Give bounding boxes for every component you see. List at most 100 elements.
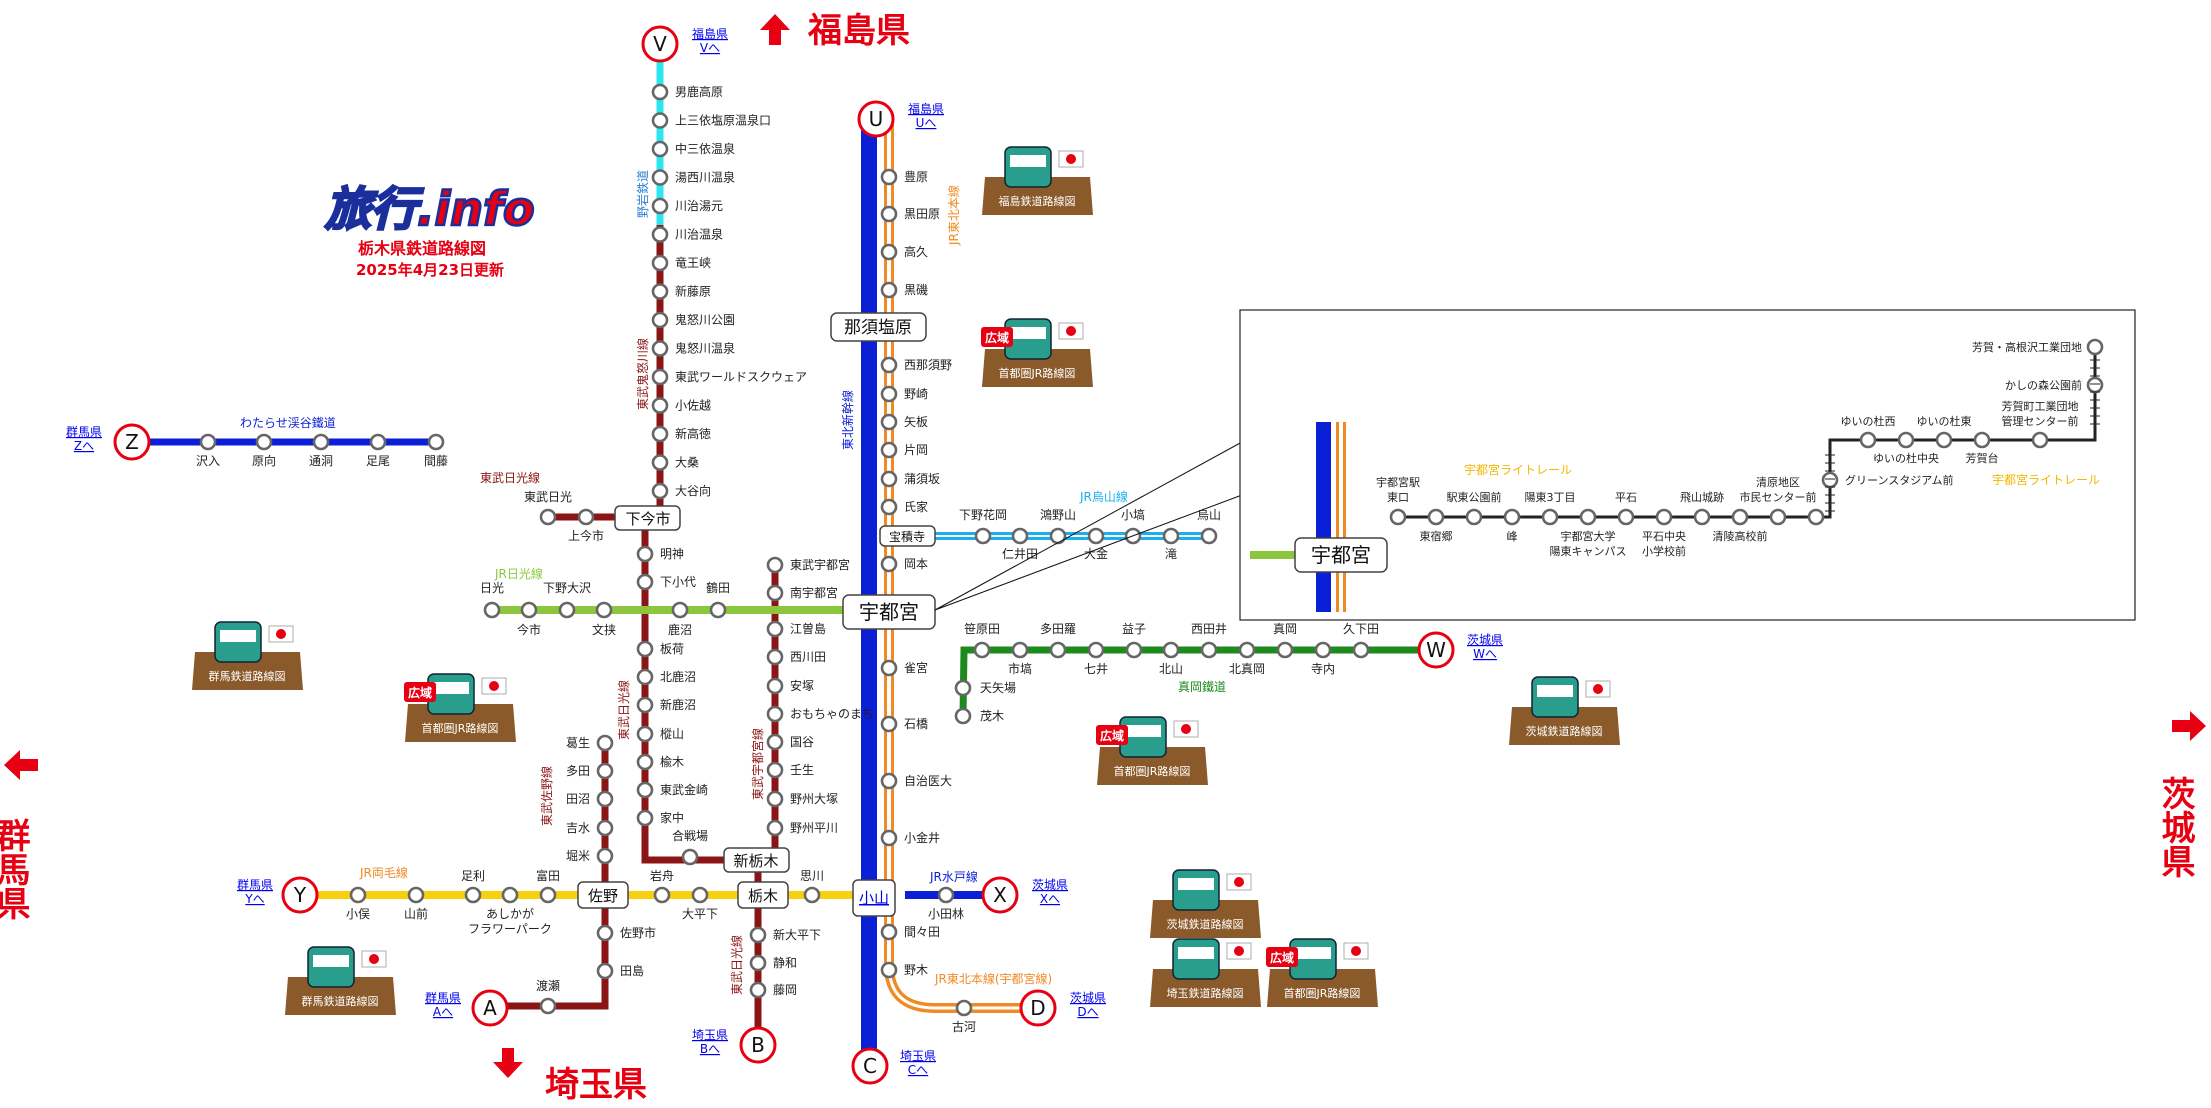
station-mk5[interactable]: 七井 xyxy=(1084,641,1108,676)
station-tu0[interactable]: 東武宇都宮 xyxy=(766,556,850,574)
station-lrt3[interactable] xyxy=(1503,508,1521,526)
station-lrt-u4[interactable] xyxy=(2031,431,2049,449)
terminal-next-link[interactable]: Vへ xyxy=(700,41,720,55)
terminal-pref-link[interactable]: 福島県 xyxy=(692,26,728,41)
station-ry0[interactable]: 小俣 xyxy=(346,886,370,921)
station-tu9[interactable]: 野州平川 xyxy=(766,819,838,837)
station-tn5[interactable]: 野崎 xyxy=(880,385,928,403)
station-ts2[interactable]: 自治医大 xyxy=(880,772,952,790)
map-link-badge[interactable]: 埼玉鉄道路線図 xyxy=(1150,938,1261,1007)
map-link-badge[interactable]: 茨城鉄道路線図 xyxy=(1150,869,1261,938)
station-sn2[interactable]: 田沼 xyxy=(566,790,614,808)
station-ry3[interactable] xyxy=(501,886,519,904)
terminal-pref-link[interactable]: 茨城県 xyxy=(1467,633,1503,647)
terminal-next-link[interactable]: Xへ xyxy=(1040,892,1060,906)
map-link-badge[interactable]: 群馬鉄道路線図 xyxy=(192,621,303,690)
station-mk8[interactable]: 西田井 xyxy=(1191,622,1227,659)
station-ry6[interactable]: 岩舟 xyxy=(650,868,674,904)
station-ry2[interactable]: 足利 xyxy=(461,869,485,904)
station-lrt4[interactable] xyxy=(1541,508,1559,526)
station-nj5[interactable]: 鶴田 xyxy=(706,580,730,619)
station-tu2[interactable]: 江曽島 xyxy=(766,620,826,638)
station-tn0[interactable]: 豊原 xyxy=(880,168,928,186)
hub-oyama[interactable]: 小山 xyxy=(852,879,896,917)
station-tn2[interactable]: 高久 xyxy=(880,243,928,261)
station-lrt-u0[interactable] xyxy=(1859,431,1877,449)
station-sn0[interactable]: 葛生 xyxy=(566,734,614,752)
terminal-next-link[interactable]: Uへ xyxy=(916,116,937,130)
station-tm8[interactable]: 家中 xyxy=(636,809,684,827)
station-lrt7[interactable] xyxy=(1655,508,1673,526)
station-tu4[interactable]: 安塚 xyxy=(766,677,814,695)
station-lrt2[interactable] xyxy=(1465,508,1483,526)
station-lrt-u1[interactable] xyxy=(1897,431,1915,449)
station-yk1[interactable]: 上三依塩原温泉口 xyxy=(651,112,771,129)
terminal-pref-link[interactable]: 群馬県 xyxy=(425,991,461,1005)
station-yk2[interactable]: 中三依温泉 xyxy=(651,140,735,158)
terminal-pref-link[interactable]: 茨城県 xyxy=(1070,991,1106,1005)
station-tn1[interactable]: 黒田原 xyxy=(880,205,940,223)
station-sn5[interactable]: 佐野市 xyxy=(596,924,656,942)
station-wt2[interactable]: 通洞 xyxy=(309,433,333,468)
station-mk2[interactable]: 笹原田 xyxy=(964,622,1000,659)
station-lrt-u3[interactable] xyxy=(1973,431,1991,449)
station-tu3[interactable]: 西川田 xyxy=(766,648,826,666)
station-yk7[interactable]: 新藤原 xyxy=(651,283,711,300)
station-mk0[interactable]: 天矢場 xyxy=(954,679,1016,697)
station-ts0[interactable]: 雀宮 xyxy=(880,659,928,677)
station-tnt0[interactable]: 東武日光 xyxy=(524,490,572,526)
terminal-pref-link[interactable]: 群馬県 xyxy=(66,425,102,439)
station-tm3[interactable]: 北鹿沼 xyxy=(636,668,696,686)
station-yk4[interactable]: 川治湯元 xyxy=(651,197,723,215)
station-lrt9[interactable] xyxy=(1731,508,1749,526)
station-lrt10[interactable] xyxy=(1769,508,1787,526)
hub-inset-utsunomiya[interactable]: 宇都宮 xyxy=(1294,537,1388,573)
terminal-pref-link[interactable]: 埼玉県 xyxy=(692,1028,728,1042)
station-yk5[interactable]: 川治温泉 xyxy=(651,226,723,243)
map-link-badge[interactable]: 福島鉄道路線図 xyxy=(982,146,1093,215)
station-kr0[interactable]: 下野花岡 xyxy=(959,507,1007,545)
hub-utsunomiya[interactable]: 宇都宮 xyxy=(842,594,936,630)
station-nj1[interactable]: 今市 xyxy=(517,601,541,637)
station-tm1[interactable]: 下小代 xyxy=(636,573,696,591)
station-sn6[interactable]: 田島 xyxy=(596,962,644,980)
station-tm6[interactable]: 楡木 xyxy=(636,753,684,771)
station-mk6[interactable]: 益子 xyxy=(1122,622,1146,659)
station-nj4[interactable]: 鹿沼 xyxy=(668,601,692,637)
station-lrt5[interactable] xyxy=(1579,508,1597,526)
hub-nasushiobara[interactable]: 那須塩原 xyxy=(830,312,927,342)
station-yk8[interactable]: 鬼怒川公園 xyxy=(651,311,735,329)
terminal-pref-link[interactable]: 埼玉県 xyxy=(900,1049,936,1063)
station-wt1[interactable]: 原向 xyxy=(252,433,276,468)
station-tu1[interactable]: 南宇都宮 xyxy=(766,584,838,602)
station-sn7[interactable]: 渡瀬 xyxy=(536,978,560,1015)
hub-tochigi[interactable]: 栃木 xyxy=(737,881,789,909)
station-mk11[interactable]: 寺内 xyxy=(1311,641,1335,676)
hub-hoshakuji[interactable]: 宝積寺 xyxy=(879,525,936,547)
map-link-badge[interactable]: 茨城鉄道路線図 xyxy=(1509,676,1620,745)
station-kr6[interactable]: 烏山 xyxy=(1197,508,1221,545)
station-tm0[interactable]: 明神 xyxy=(636,545,684,563)
terminal-next-link[interactable]: Cへ xyxy=(908,1063,928,1077)
station-tn6[interactable]: 矢板 xyxy=(880,413,928,431)
map-link-badge[interactable]: 群馬鉄道路線図 xyxy=(285,946,396,1015)
station-ry1[interactable]: 山前 xyxy=(404,886,428,921)
station-yk3[interactable]: 湯西川温泉 xyxy=(651,169,735,186)
terminal-next-link[interactable]: Aへ xyxy=(433,1005,453,1019)
terminal-pref-link[interactable]: 群馬県 xyxy=(237,878,273,892)
station-tm2[interactable]: 板荷 xyxy=(636,640,684,658)
station-ts3[interactable]: 小金井 xyxy=(880,829,940,847)
station-yk11[interactable]: 小佐越 xyxy=(651,397,711,414)
station-yk6[interactable]: 竜王峡 xyxy=(651,254,711,272)
hub-shintochigi[interactable]: 新栃木 xyxy=(723,847,790,873)
station-nj2[interactable]: 下野大沢 xyxy=(543,581,591,619)
